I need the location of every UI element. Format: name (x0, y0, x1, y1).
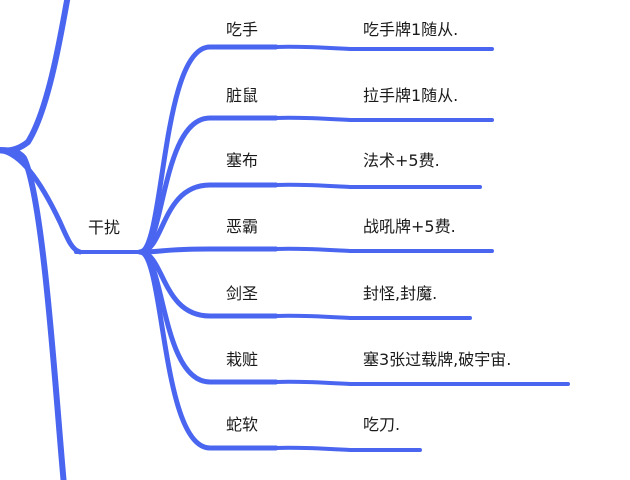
mindmap-connectors (0, 0, 570, 480)
branch-note-2[interactable]: 拉手牌1随从. (363, 86, 459, 105)
branch-note-7[interactable]: 吃刀. (363, 415, 401, 434)
branch-connector-4 (137, 246, 279, 255)
topic-label[interactable]: 干扰 (88, 218, 121, 237)
root-connector-topic (0, 147, 83, 255)
note-underline-4 (274, 246, 494, 253)
note-underline-2 (274, 115, 494, 122)
branch-note-4[interactable]: 战吼牌+5费. (363, 217, 456, 236)
branch-label-5[interactable]: 剑圣 (226, 284, 259, 303)
note-underline-6 (274, 379, 570, 386)
branch-connector-3 (137, 182, 279, 255)
branch-connector-7 (137, 249, 279, 451)
root-connector-up (0, 0, 71, 154)
branch-label-7[interactable]: 蛇软 (226, 415, 259, 434)
branch-label-4[interactable]: 恶霸 (226, 217, 259, 236)
branch-note-1[interactable]: 吃手牌1随从. (363, 20, 459, 39)
note-underline-7 (274, 445, 422, 452)
root-connector-down (0, 147, 67, 480)
branch-label-6[interactable]: 栽赃 (226, 350, 259, 369)
branch-label-3[interactable]: 塞布 (226, 151, 259, 170)
branch-note-3[interactable]: 法术+5费. (363, 151, 440, 170)
note-underline-3 (274, 182, 482, 189)
note-underline-1 (274, 44, 494, 51)
note-underline-5 (274, 313, 472, 320)
branch-note-6[interactable]: 塞3张过载牌,破宇宙. (363, 350, 512, 369)
branch-label-1[interactable]: 吃手 (226, 20, 259, 39)
branch-note-5[interactable]: 封怪,封魔. (363, 284, 438, 303)
branch-label-2[interactable]: 脏鼠 (226, 86, 259, 105)
